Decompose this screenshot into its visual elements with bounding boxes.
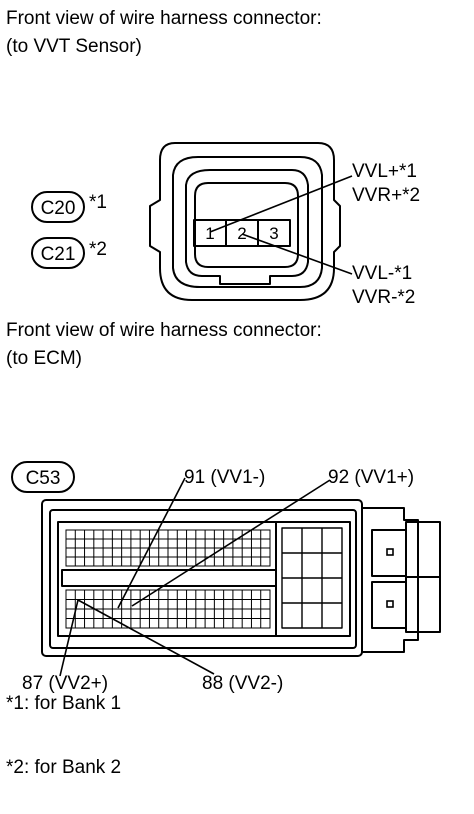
vvt-connector-body [149,142,341,301]
c53-badge [11,461,75,493]
ecm-upper-pin-grid [65,529,271,567]
ecm-pin92-label: 92 (VV1+) [328,467,415,488]
footnote-bank1: *1: for Bank 1 [6,693,122,714]
ecm-heading-line1: Front view of wire harness connector: [6,320,322,341]
ecm-large-cavity-grid [281,527,343,629]
footnote-bank2: *2: for Bank 2 [6,757,122,778]
ecm-pin87-label: 87 (VV2+) [22,673,109,694]
vvt-pin2-label-bank1: VVL-*1 [352,263,413,284]
ecm-pin91-label: 91 (VV1-) [184,467,266,488]
c21-note: *2 [89,239,107,260]
vvt-pin-3: 3 [269,224,278,243]
ecm-pin91-leader [117,477,186,609]
latch-terminal-upper [386,548,394,556]
ecm-pin88-leader [77,599,215,675]
vvt-pin1-leader [209,175,353,233]
ecm-connector-body [41,499,441,657]
vvt-pin2-leader [241,233,353,275]
vvt-pin2-label-bank2: VVR-*2 [352,287,416,308]
c20-label: C20 [41,198,76,219]
vvt-heading-line1: Front view of wire harness connector: [6,8,322,29]
ecm-heading-line2: (to ECM) [6,348,82,369]
c21-label: C21 [41,244,76,265]
c20-badge [31,191,85,223]
c53-label: C53 [26,468,61,489]
vvt-pin1-label-bank1: VVL+*1 [352,161,417,182]
ecm-lower-pin-grid [65,589,271,629]
ecm-pin87-leader [59,599,79,677]
vvt-pin-2: 2 [237,224,246,243]
vvt-heading-line2: (to VVT Sensor) [6,36,142,57]
vvt-pin1-label-bank2: VVR+*2 [352,185,421,206]
ecm-pin92-leader [131,479,331,607]
vvt-pin-1: 1 [205,224,214,243]
latch-terminal-lower [386,600,394,608]
ecm-pin88-label: 88 (VV2-) [202,673,284,694]
c21-badge [31,237,85,269]
c20-note: *1 [89,192,107,213]
